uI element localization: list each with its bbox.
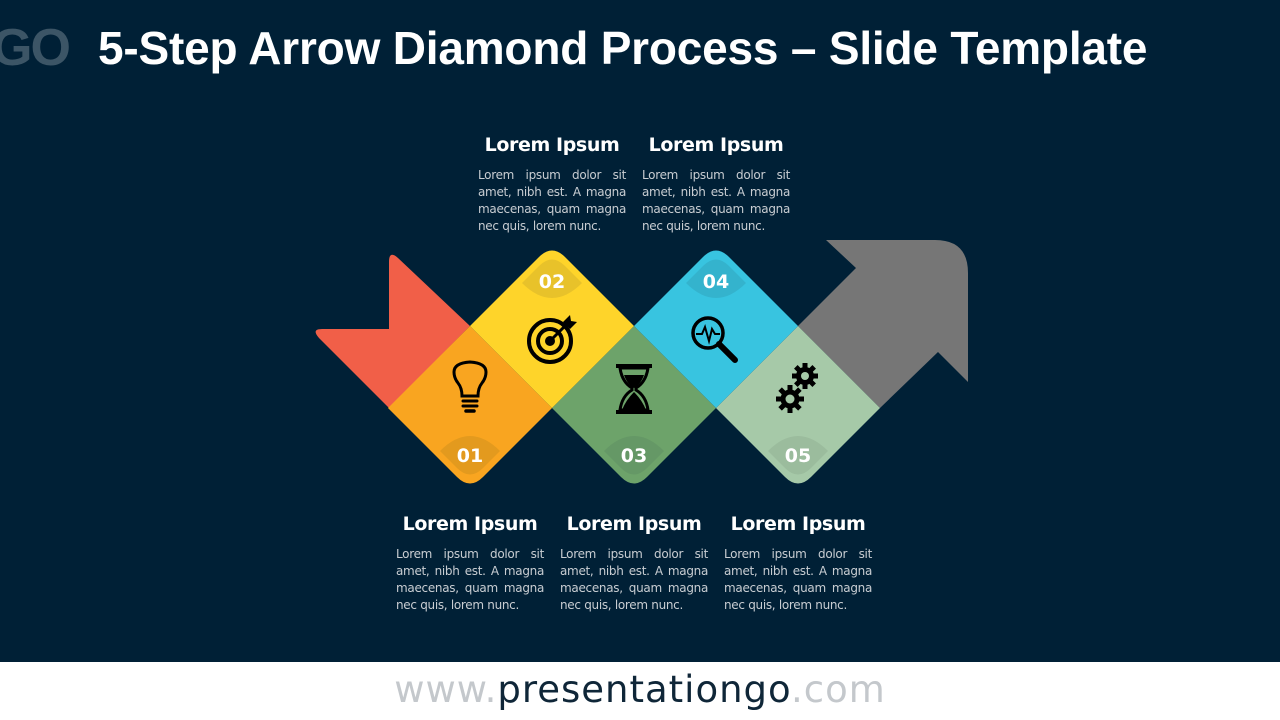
start-ribbon-shape — [315, 254, 470, 408]
hourglass-icon — [616, 364, 652, 414]
step-2-text-block: Lorem Ipsum Lorem ipsum dolor sit amet, … — [478, 133, 626, 235]
target-icon — [527, 315, 577, 364]
footer: www.presentationgo.com — [0, 662, 1280, 720]
step-5-number: 05 — [785, 445, 811, 467]
logo-mark: GO — [0, 19, 71, 77]
magnifier-pulse-icon — [691, 316, 738, 363]
step-1-number: 01 — [457, 445, 483, 467]
step-2-number: 02 — [539, 271, 565, 293]
page-title: 5-Step Arrow Diamond Process – Slide Tem… — [98, 22, 1148, 74]
step-1-description: Lorem ipsum dolor sit amet, nibh est. A … — [396, 547, 544, 612]
footer-url-main: presentationgo — [497, 668, 792, 711]
step-1-text-block: Lorem Ipsum Lorem ipsum dolor sit amet, … — [396, 512, 544, 614]
step-3-heading: Lorem Ipsum — [566, 513, 702, 535]
lightbulb-icon — [452, 360, 488, 413]
end-arrow-shape — [798, 240, 968, 408]
gears-icon — [776, 363, 818, 413]
step-1-heading: Lorem Ipsum — [402, 513, 538, 535]
step-3-description: Lorem ipsum dolor sit amet, nibh est. A … — [560, 547, 708, 612]
step-5-text-block: Lorem Ipsum Lorem ipsum dolor sit amet, … — [724, 512, 872, 614]
slide: GO 5-Step Arrow Diamond Process – Slide … — [0, 0, 1280, 662]
arrow-diamond-diagram: 01 02 03 04 05 — [315, 240, 968, 484]
step-4-heading: Lorem Ipsum — [648, 134, 784, 156]
step-2-description: Lorem ipsum dolor sit amet, nibh est. A … — [478, 168, 626, 233]
step-3-number: 03 — [621, 445, 647, 467]
step-5-heading: Lorem Ipsum — [730, 513, 866, 535]
step-4-text-block: Lorem Ipsum Lorem ipsum dolor sit amet, … — [642, 133, 790, 235]
footer-url[interactable]: www.presentationgo.com — [394, 668, 886, 711]
step-2-heading: Lorem Ipsum — [484, 134, 620, 156]
step-5-description: Lorem ipsum dolor sit amet, nibh est. A … — [724, 547, 872, 612]
step-3-text-block: Lorem Ipsum Lorem ipsum dolor sit amet, … — [560, 512, 708, 614]
footer-url-prefix: www. — [394, 668, 498, 711]
step-4-diamond — [634, 250, 798, 408]
footer-url-suffix: .com — [791, 668, 886, 711]
step-4-description: Lorem ipsum dolor sit amet, nibh est. A … — [642, 168, 790, 233]
step-4-number: 04 — [703, 271, 729, 293]
